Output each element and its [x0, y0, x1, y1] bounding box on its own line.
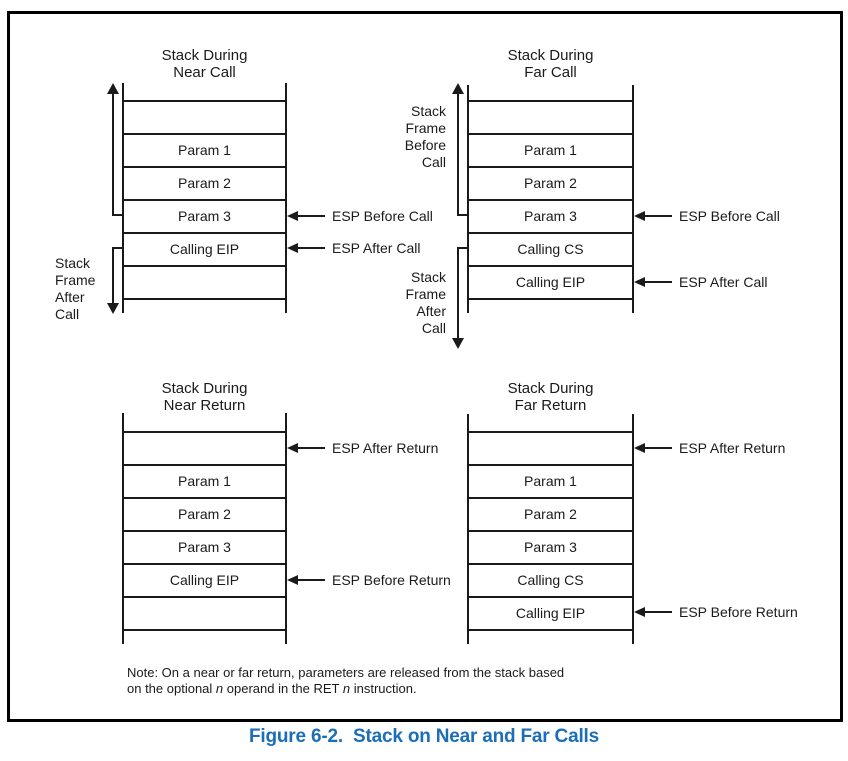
row-empty	[124, 431, 285, 464]
row-param-2: Param 2	[124, 166, 285, 199]
near-call-frame-after-label: Stack Frame After Call	[55, 255, 96, 322]
figure-caption: Figure 6-2. Stack on Near and Far Calls	[249, 726, 599, 747]
esp-after-return-pointer: ESP After Return	[634, 440, 785, 456]
stack-open-top	[122, 413, 287, 431]
near-return-title: Stack During Near Return	[161, 380, 248, 414]
row-param-1: Param 1	[469, 464, 632, 497]
far-call-frame-before-label: Stack Frame Before Call	[404, 103, 446, 170]
frame-bracket-line	[457, 92, 459, 216]
stack-rows: Param 1 Param 2 Param 3 Calling CS Calli…	[467, 100, 634, 300]
near-call-title: Stack During Near Call	[161, 47, 248, 81]
row-param-2: Param 2	[124, 497, 285, 530]
stack-open-bottom	[122, 631, 287, 644]
arrowhead-left-icon	[287, 211, 298, 221]
far-call-stack: Param 1 Param 2 Param 3 Calling CS Calli…	[467, 85, 634, 313]
row-calling-cs: Calling CS	[469, 563, 632, 596]
esp-before-return-label: ESP Before Return	[332, 572, 451, 588]
arrowhead-left-icon	[287, 443, 298, 453]
stack-open-top	[467, 414, 634, 431]
arrowhead-left-icon	[634, 607, 645, 617]
row-param-3: Param 3	[469, 530, 632, 563]
frame-bracket-line	[112, 247, 114, 304]
row-calling-eip: Calling EIP	[124, 232, 285, 265]
esp-after-return-pointer: ESP After Return	[287, 440, 438, 456]
note-line-1: Note: On a near or far return, parameter…	[127, 665, 565, 680]
arrow-down-icon	[107, 303, 119, 314]
row-param-3: Param 3	[124, 530, 285, 563]
frame-bracket-tick	[112, 214, 123, 216]
esp-before-call-pointer: ESP Before Call	[634, 208, 780, 224]
esp-after-call-pointer: ESP After Call	[287, 240, 420, 256]
row-param-3: Param 3	[469, 199, 632, 232]
stack-open-bottom	[467, 631, 634, 644]
row-param-2: Param 2	[469, 497, 632, 530]
row-param-1: Param 1	[124, 133, 285, 166]
row-calling-eip: Calling EIP	[469, 265, 632, 298]
arrowhead-left-icon	[287, 243, 298, 253]
frame-bracket-tick	[112, 247, 123, 249]
row-calling-eip: Calling EIP	[469, 596, 632, 629]
esp-after-call-pointer: ESP After Call	[634, 274, 767, 290]
row-empty	[124, 100, 285, 133]
esp-before-call-label: ESP Before Call	[679, 208, 780, 224]
row-param-1: Param 1	[469, 133, 632, 166]
frame-bracket-tick	[457, 214, 468, 216]
stack-open-top	[467, 85, 634, 100]
arrowhead-left-icon	[287, 575, 298, 585]
figure-note: Note: On a near or far return, parameter…	[127, 665, 564, 696]
row-param-2: Param 2	[469, 166, 632, 199]
far-return-title: Stack During Far Return	[507, 380, 594, 414]
row-empty	[469, 431, 632, 464]
row-param-1: Param 1	[124, 464, 285, 497]
row-empty	[124, 265, 285, 298]
esp-before-return-pointer: ESP Before Return	[287, 572, 451, 588]
near-return-stack: Param 1 Param 2 Param 3 Calling EIP	[122, 413, 287, 644]
arrow-down-icon	[452, 338, 464, 349]
esp-before-return-pointer: ESP Before Return	[634, 604, 798, 620]
stack-open-bottom	[122, 300, 287, 313]
esp-after-call-label: ESP After Call	[332, 240, 421, 256]
stack-rows: Param 1 Param 2 Param 3 Calling CS Calli…	[467, 431, 634, 631]
row-empty	[124, 596, 285, 629]
far-call-frame-after-label: Stack Frame After Call	[405, 269, 446, 336]
esp-after-return-label: ESP After Return	[332, 440, 439, 456]
stack-open-top	[122, 83, 287, 100]
far-return-stack: Param 1 Param 2 Param 3 Calling CS Calli…	[467, 414, 634, 644]
row-calling-cs: Calling CS	[469, 232, 632, 265]
arrowhead-left-icon	[634, 277, 645, 287]
row-empty	[469, 100, 632, 133]
arrow-up-icon	[452, 83, 464, 94]
frame-bracket-tick	[457, 247, 468, 249]
frame-bracket-line	[112, 92, 114, 216]
figure-border	[7, 11, 843, 722]
stack-rows: Param 1 Param 2 Param 3 Calling EIP	[122, 100, 287, 300]
note-line-2: on the optional n operand in the RET n i…	[127, 680, 417, 696]
far-call-title: Stack During Far Call	[507, 47, 594, 81]
arrow-up-icon	[107, 83, 119, 94]
esp-after-return-label: ESP After Return	[679, 440, 786, 456]
frame-bracket-line	[457, 247, 459, 339]
esp-before-return-label: ESP Before Return	[679, 604, 798, 620]
near-call-stack: Param 1 Param 2 Param 3 Calling EIP	[122, 83, 287, 313]
stack-open-bottom	[467, 300, 634, 313]
arrowhead-left-icon	[634, 211, 645, 221]
esp-before-call-pointer: ESP Before Call	[287, 208, 433, 224]
esp-before-call-label: ESP Before Call	[332, 208, 433, 224]
arrowhead-left-icon	[634, 443, 645, 453]
esp-after-call-label: ESP After Call	[679, 274, 768, 290]
row-calling-eip: Calling EIP	[124, 563, 285, 596]
row-param-3: Param 3	[124, 199, 285, 232]
stack-rows: Param 1 Param 2 Param 3 Calling EIP	[122, 431, 287, 631]
